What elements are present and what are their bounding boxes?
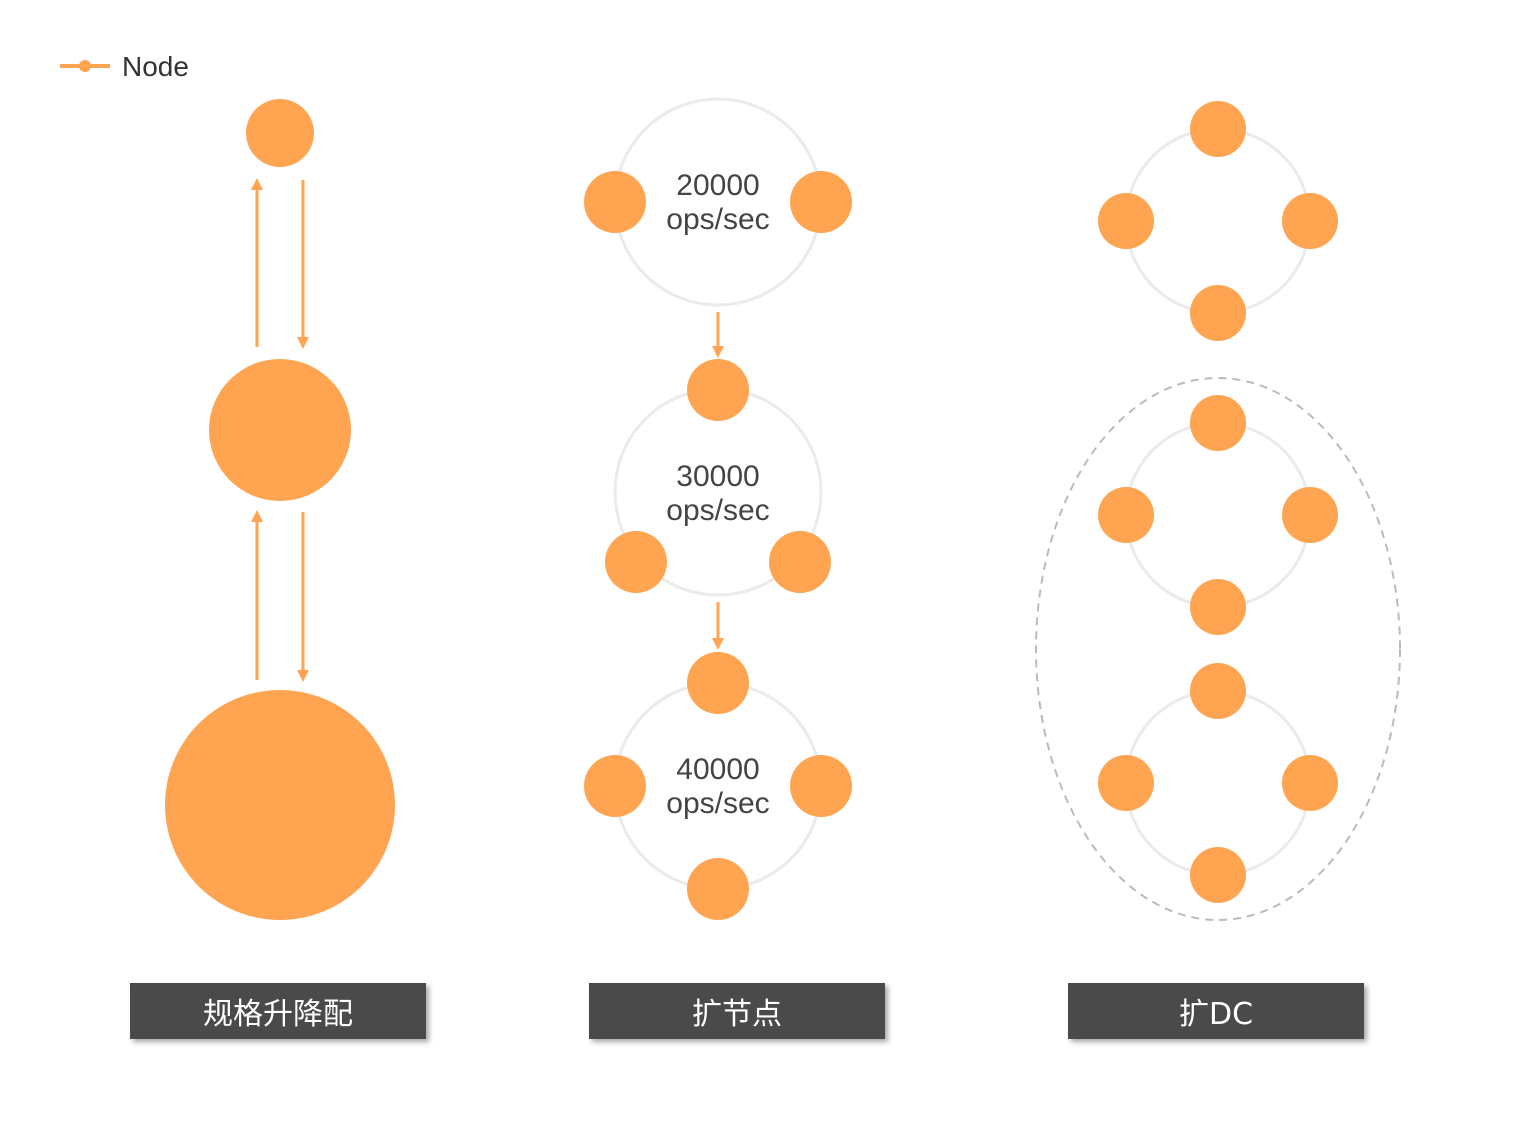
- node: [1282, 487, 1338, 543]
- caption-scale-out-dc: 扩DC: [1068, 983, 1364, 1039]
- node: [769, 531, 831, 593]
- caption-scale-out-nodes: 扩节点: [589, 983, 885, 1039]
- legend-label: Node: [122, 51, 189, 82]
- node: [1098, 755, 1154, 811]
- ring-throughput: 20000: [676, 169, 759, 202]
- node: [1190, 579, 1246, 635]
- node: [687, 359, 749, 421]
- column-scale-out-dc: [1035, 101, 1401, 921]
- node: [1190, 663, 1246, 719]
- node: [1098, 193, 1154, 249]
- ring-throughput: 40000: [676, 753, 759, 786]
- caption-scale-up-down: 规格升降配: [130, 983, 426, 1039]
- node: [687, 652, 749, 714]
- ring-unit: ops/sec: [666, 203, 769, 236]
- node: [1098, 487, 1154, 543]
- dc-group-boundary: [1035, 377, 1401, 921]
- node: [1190, 395, 1246, 451]
- node: [1190, 285, 1246, 341]
- node: [605, 531, 667, 593]
- node-large: [165, 690, 395, 920]
- legend-node-icon: [79, 60, 91, 72]
- ring-unit: ops/sec: [666, 787, 769, 820]
- node-small: [246, 99, 314, 167]
- node-medium: [209, 359, 351, 501]
- ring-unit: ops/sec: [666, 494, 769, 527]
- column-scale-out-nodes: 20000 ops/sec 30000 ops/sec 40000 ops/se…: [584, 97, 852, 920]
- legend: Node: [60, 51, 189, 82]
- node: [687, 858, 749, 920]
- node: [1282, 755, 1338, 811]
- node: [1190, 847, 1246, 903]
- node: [1282, 193, 1338, 249]
- node: [584, 171, 646, 233]
- node: [790, 171, 852, 233]
- ring-throughput: 30000: [676, 460, 759, 493]
- node: [1190, 101, 1246, 157]
- node: [790, 755, 852, 817]
- column-scale-up-down: [165, 99, 395, 920]
- node: [584, 755, 646, 817]
